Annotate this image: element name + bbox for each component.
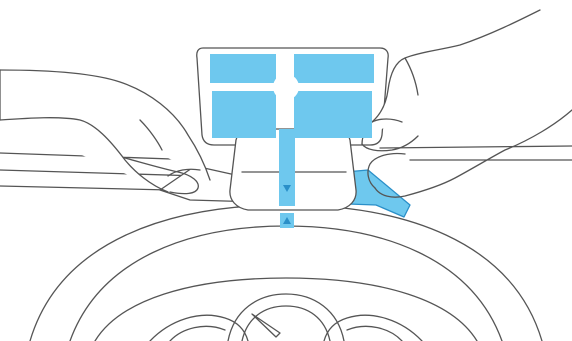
- display-quadrant-bottom-right: [294, 91, 372, 138]
- right-hand: [362, 10, 572, 197]
- display-quadrant-top-left: [210, 54, 276, 83]
- instrument-cluster: [95, 278, 477, 341]
- alignment-strip: [279, 129, 295, 206]
- display-quadrant-top-right: [294, 54, 374, 83]
- alignment-guide: [279, 129, 295, 228]
- gauge-needle: [252, 314, 280, 337]
- display-center-circle: [273, 74, 299, 100]
- display-quadrant-bottom-left: [212, 91, 276, 138]
